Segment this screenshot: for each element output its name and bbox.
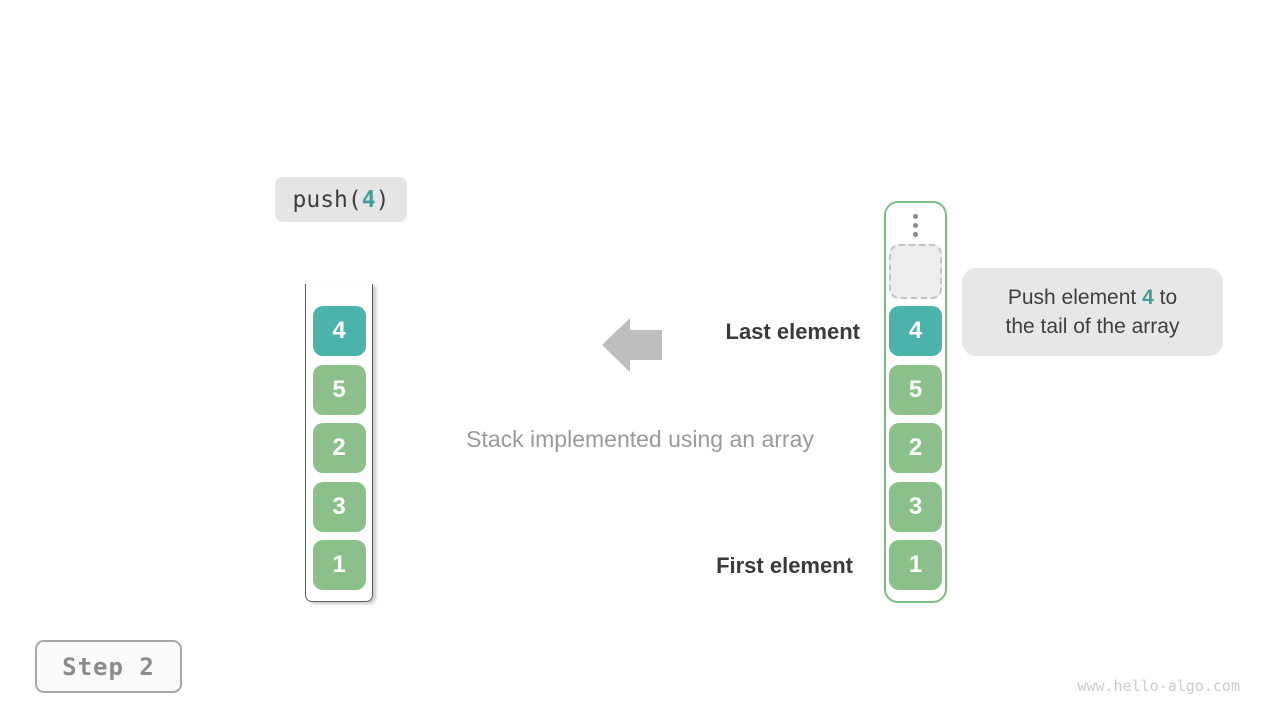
stack-cell: 1: [312, 540, 366, 590]
last-element-label: Last element: [725, 319, 861, 344]
empty-array-slot: [889, 244, 942, 299]
stack-cell: 3: [312, 481, 366, 532]
first-element-label: First element: [716, 553, 853, 578]
stack-cell: 5: [312, 364, 366, 415]
array-container: 4 5 2 3 1: [884, 201, 947, 603]
array-cell: 2: [889, 423, 942, 473]
operation-prefix: push(: [292, 186, 362, 213]
array-cell: 5: [889, 364, 942, 415]
vertical-ellipsis-icon: [913, 214, 918, 237]
stack-container-plain: 4 5 2 3 1: [305, 284, 373, 602]
stack-cell: 4: [312, 306, 366, 356]
callout-bubble: Push element 4 to the tail of the array: [962, 268, 1223, 356]
watermark-url: www.hello-algo.com: [1077, 677, 1240, 695]
stack-cell: 2: [312, 423, 366, 473]
operation-suffix: ): [375, 186, 390, 213]
array-cell: 1: [889, 540, 942, 590]
callout-line2: the tail of the array: [1005, 315, 1180, 338]
operation-label: push(4): [275, 177, 407, 222]
array-cell: 4: [889, 306, 942, 356]
operation-arg: 4: [361, 186, 376, 213]
array-cell: 3: [889, 481, 942, 532]
caption-label: Stack implemented using an array: [466, 426, 814, 452]
callout-line1: Push element 4 to: [1007, 286, 1178, 309]
arrow-left-icon: [602, 318, 662, 372]
callout-highlight: 4: [1142, 286, 1154, 309]
step-badge: Step 2: [35, 640, 182, 693]
